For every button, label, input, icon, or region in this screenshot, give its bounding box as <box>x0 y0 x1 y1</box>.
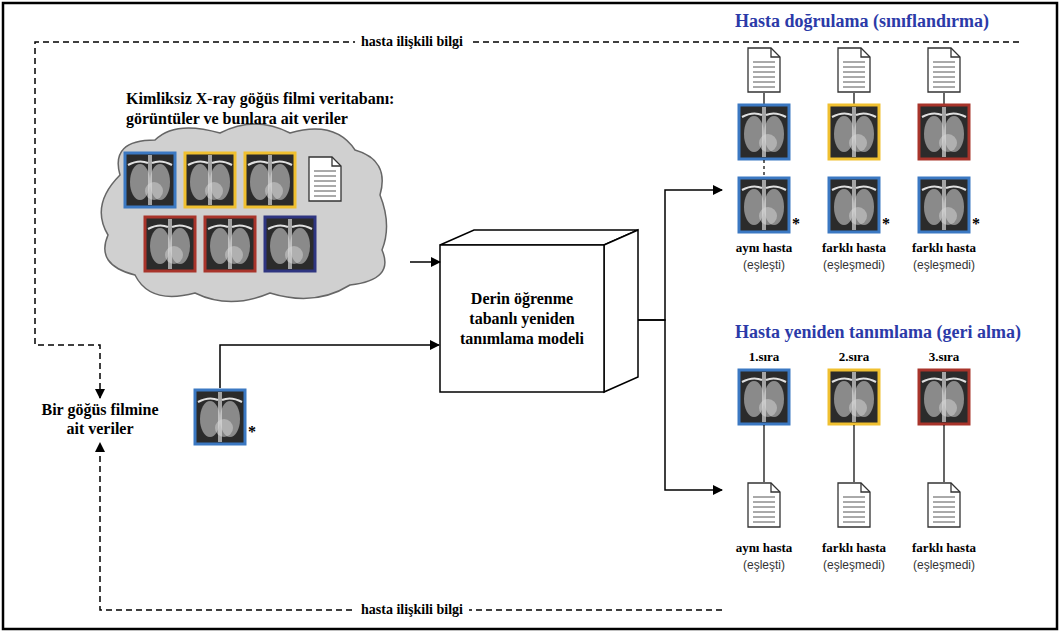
data-record: Bir göğüs filmine ait veriler <box>20 398 180 443</box>
connector <box>638 190 722 320</box>
document-icon <box>838 483 870 527</box>
item-label: 1.sıra <box>749 349 780 365</box>
node-text: Bir göğüs filmine ait veriler <box>36 400 164 438</box>
edge-label: hasta ilişkili bilgi <box>355 602 469 619</box>
xray-thumbnail <box>829 178 879 232</box>
xray-thumbnail <box>829 105 879 159</box>
connector <box>100 443 722 610</box>
document-icon <box>838 48 870 92</box>
link-line <box>764 93 944 105</box>
xray-thumbnail <box>739 105 789 159</box>
verification-section: Hasta doğrulama (sınıflandırma) <box>722 5 1019 300</box>
link-line <box>764 425 944 482</box>
xray-thumbnail <box>245 153 295 207</box>
query-arrow <box>220 345 439 388</box>
database-cloud: Kimliksiz X-ray göğüs filmi veritabanı: … <box>90 85 410 310</box>
xray-thumbnail <box>919 178 969 232</box>
document-icon <box>748 48 780 92</box>
item-label: (eşleşmedi) <box>823 258 885 272</box>
xray-thumbnail <box>919 105 969 159</box>
node-text: Derin öğrenme tabanlı yeniden tanımlama … <box>458 289 586 349</box>
document-icon <box>309 157 341 201</box>
marker-star: * <box>248 424 256 440</box>
node-text: Hasta yeniden tanımlama (geri alma) <box>735 322 1039 344</box>
item-label: aynı hasta <box>736 540 793 556</box>
item-label: farklı hasta <box>822 240 886 256</box>
item-label: (eşleşmedi) <box>913 558 975 572</box>
match-line <box>763 160 764 178</box>
cloud-shape <box>101 124 386 302</box>
connector <box>638 320 722 490</box>
item-label: farklı hasta <box>822 540 886 556</box>
item-label: farklı hasta <box>912 240 976 256</box>
edge-label: hasta ilişkili bilgi <box>355 34 469 51</box>
item-label: 3.sıra <box>929 349 960 365</box>
xray-thumbnail <box>205 217 255 271</box>
document-icon <box>748 483 780 527</box>
item-label: aynı hasta <box>736 240 793 256</box>
reidentification-section: Hasta yeniden tanımlama (geri alma) <box>722 318 1047 625</box>
connector <box>35 42 1019 398</box>
xray-thumbnail <box>125 153 175 207</box>
marker-star: * <box>972 216 980 232</box>
item-label: (eşleşti) <box>743 258 785 272</box>
node-text: Hasta doğrulama (sınıflandırma) <box>735 11 1011 33</box>
xray-thumbnail <box>739 178 789 232</box>
node-text: Kimliksiz X-ray göğüs filmi veritabanı: … <box>126 89 410 129</box>
item-label: (eşleşmedi) <box>913 258 975 272</box>
item-label: 2.sıra <box>839 349 870 365</box>
document-icon <box>928 48 960 92</box>
marker-star: * <box>792 216 800 232</box>
document-icon <box>928 483 960 527</box>
item-label: (eşleşmedi) <box>823 558 885 572</box>
xray-thumbnail <box>265 217 315 271</box>
frame <box>3 3 1057 629</box>
model-box-shape <box>440 230 638 392</box>
xray-thumbnail <box>145 217 195 271</box>
marker-star: * <box>882 216 890 232</box>
item-label: (eşleşti) <box>743 558 785 572</box>
xray-thumbnail <box>185 153 235 207</box>
item-label: farklı hasta <box>912 540 976 556</box>
xray-thumbnail <box>919 370 969 424</box>
model-box: Derin öğrenme tabanlı yeniden tanımlama … <box>440 230 638 392</box>
connector <box>410 261 440 263</box>
xray-thumbnail <box>739 370 789 424</box>
xray-thumbnail <box>829 370 879 424</box>
xray-thumbnail <box>195 390 245 444</box>
